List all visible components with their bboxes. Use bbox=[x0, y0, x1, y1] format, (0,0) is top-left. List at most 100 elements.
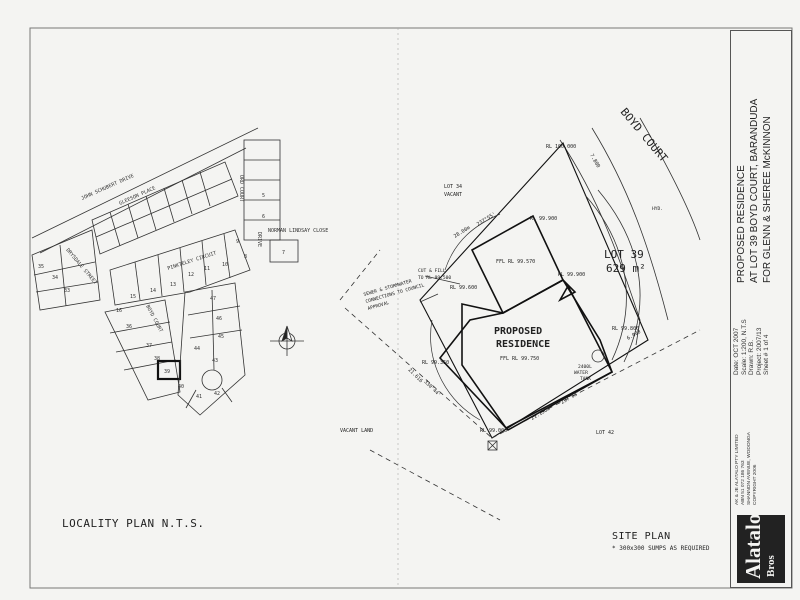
block-norman-lindsay bbox=[269, 239, 299, 263]
lot-39-boundary bbox=[419, 141, 649, 439]
fill-batter bbox=[430, 319, 481, 421]
logo-text: Alatalo bbox=[741, 513, 765, 579]
lot-number: 14 bbox=[150, 288, 156, 294]
neighbour-label: LOT 42 bbox=[596, 430, 614, 436]
lot-number: 6 bbox=[262, 214, 265, 220]
lot-number: 45 bbox=[218, 334, 224, 340]
level-label: RL 100.000 bbox=[546, 144, 576, 150]
lot-number: 7 bbox=[282, 250, 285, 256]
note-text: CUT & FILL bbox=[418, 268, 446, 274]
level-label: RL 99.000 bbox=[480, 428, 507, 434]
lot-number: 38 bbox=[154, 356, 160, 362]
dash-line bbox=[344, 307, 493, 439]
detail-row: Sheet # 1 of 4 bbox=[763, 334, 771, 376]
street-label: BOYD COURT bbox=[618, 106, 671, 165]
street-label: NORMAN LINDSAY CLOSE bbox=[268, 228, 328, 234]
lot-line bbox=[223, 233, 231, 279]
title-block: PROPOSED RESIDENCE AT LOT 39 BOYD COURT,… bbox=[730, 30, 792, 588]
lot-number: 34 bbox=[52, 275, 58, 281]
block-culdesac bbox=[177, 282, 246, 416]
lot-line bbox=[199, 171, 211, 207]
project-line: PROPOSED RESIDENCE bbox=[736, 165, 747, 283]
lot-line bbox=[145, 195, 157, 231]
dimension: 21.136m bbox=[530, 406, 551, 422]
lot-number: 11 bbox=[204, 266, 210, 272]
note-text: WATER bbox=[574, 370, 588, 376]
level-label: RL 99.800 bbox=[612, 326, 639, 332]
block-lower-west bbox=[104, 299, 181, 401]
house-title: RESIDENCE bbox=[496, 339, 550, 350]
lot-line bbox=[59, 244, 67, 307]
level-label: RL 99.350 bbox=[422, 360, 449, 366]
driveway bbox=[597, 189, 641, 363]
lot-number: 46 bbox=[216, 316, 222, 322]
lot-number: 37 bbox=[146, 343, 152, 349]
site-plan-note: * 300x300 SUMPS AS REQUIRED bbox=[612, 545, 710, 552]
block-gleeson bbox=[91, 161, 239, 255]
house-outline-simple bbox=[438, 278, 613, 432]
company-logo: Alatalo Bros bbox=[737, 513, 785, 583]
road-kerb bbox=[639, 117, 701, 241]
leader bbox=[419, 293, 439, 303]
lot-line bbox=[221, 387, 233, 403]
street-label: DRIVE bbox=[256, 232, 262, 247]
dash-line bbox=[339, 249, 381, 301]
house-ffl: FFL RL 99.750 bbox=[500, 356, 539, 362]
lot-area: 629 m² bbox=[606, 262, 646, 275]
house-title: PROPOSED bbox=[494, 326, 542, 337]
note-text: 2400L bbox=[578, 364, 592, 370]
note-text: APPROVAL bbox=[367, 300, 390, 312]
lot-line bbox=[211, 289, 215, 371]
note-text: HYD. bbox=[652, 206, 663, 212]
lot-number: 13 bbox=[170, 282, 176, 288]
lot-line bbox=[35, 281, 99, 293]
detail-row: Drawn: R.B. bbox=[748, 339, 756, 375]
locality-plan-title: LOCALITY PLAN N.T.S. bbox=[62, 517, 205, 530]
project-line: AT LOT 39 BOYD COURT, BARANDUDA bbox=[749, 98, 760, 283]
lot-number: 8 bbox=[244, 254, 247, 260]
project-description: PROPOSED RESIDENCE AT LOT 39 BOYD COURT,… bbox=[735, 99, 774, 283]
fill-batter bbox=[444, 213, 501, 271]
lot-line bbox=[157, 254, 163, 297]
neighbour-label: VACANT bbox=[444, 192, 462, 198]
garage-ffl: FFL RL 99.570 bbox=[496, 259, 535, 265]
driveway bbox=[584, 194, 627, 361]
lot-line bbox=[185, 389, 197, 409]
lot-line bbox=[115, 341, 173, 353]
north-arrow bbox=[270, 325, 304, 356]
lot-number: 39 bbox=[164, 369, 170, 375]
dimension: 330°44' bbox=[423, 379, 442, 398]
street-label: DRYSDALE STREET bbox=[64, 247, 98, 285]
detail-row: Project: 2007/13 bbox=[755, 327, 763, 375]
dimension: 237°55' bbox=[560, 390, 581, 406]
detail-row: Scale: 1:200, N.T.S bbox=[740, 319, 748, 375]
lot-number: 35 bbox=[38, 264, 44, 270]
block-ord bbox=[243, 139, 281, 241]
level-label: RL 99.900 bbox=[530, 216, 557, 222]
lot-line bbox=[134, 261, 141, 301]
project-line: FOR GLENN & SHEREE McKINNON bbox=[762, 116, 773, 283]
note-text: TANK bbox=[580, 376, 591, 382]
company-details: AK & JE ALATALO PTY LIMITED ABN 51 072 1… bbox=[735, 432, 759, 505]
road-edge bbox=[31, 127, 259, 239]
logo-subtext: Bros bbox=[765, 555, 777, 577]
lot-number: 10 bbox=[222, 262, 228, 268]
lot-number: 15 bbox=[130, 294, 136, 300]
water-tank bbox=[591, 349, 605, 363]
dash-line bbox=[369, 449, 501, 521]
street-label: BOYD COURT bbox=[144, 304, 163, 333]
lot-number: 40 bbox=[178, 384, 184, 390]
street-label: ORD COURT bbox=[238, 175, 244, 202]
lot-number: 44 bbox=[194, 346, 200, 352]
dimension: 28.00m bbox=[453, 225, 471, 240]
lot-number: 43 bbox=[212, 358, 218, 364]
sewer-pit bbox=[487, 440, 498, 451]
lot-number: LOT 39 bbox=[604, 248, 644, 261]
lot-line bbox=[109, 321, 171, 334]
note-text: TO RL 99.500 bbox=[418, 275, 451, 281]
lot-number: 36 bbox=[126, 324, 132, 330]
road-kerb bbox=[591, 127, 669, 321]
road-edge bbox=[39, 147, 247, 254]
